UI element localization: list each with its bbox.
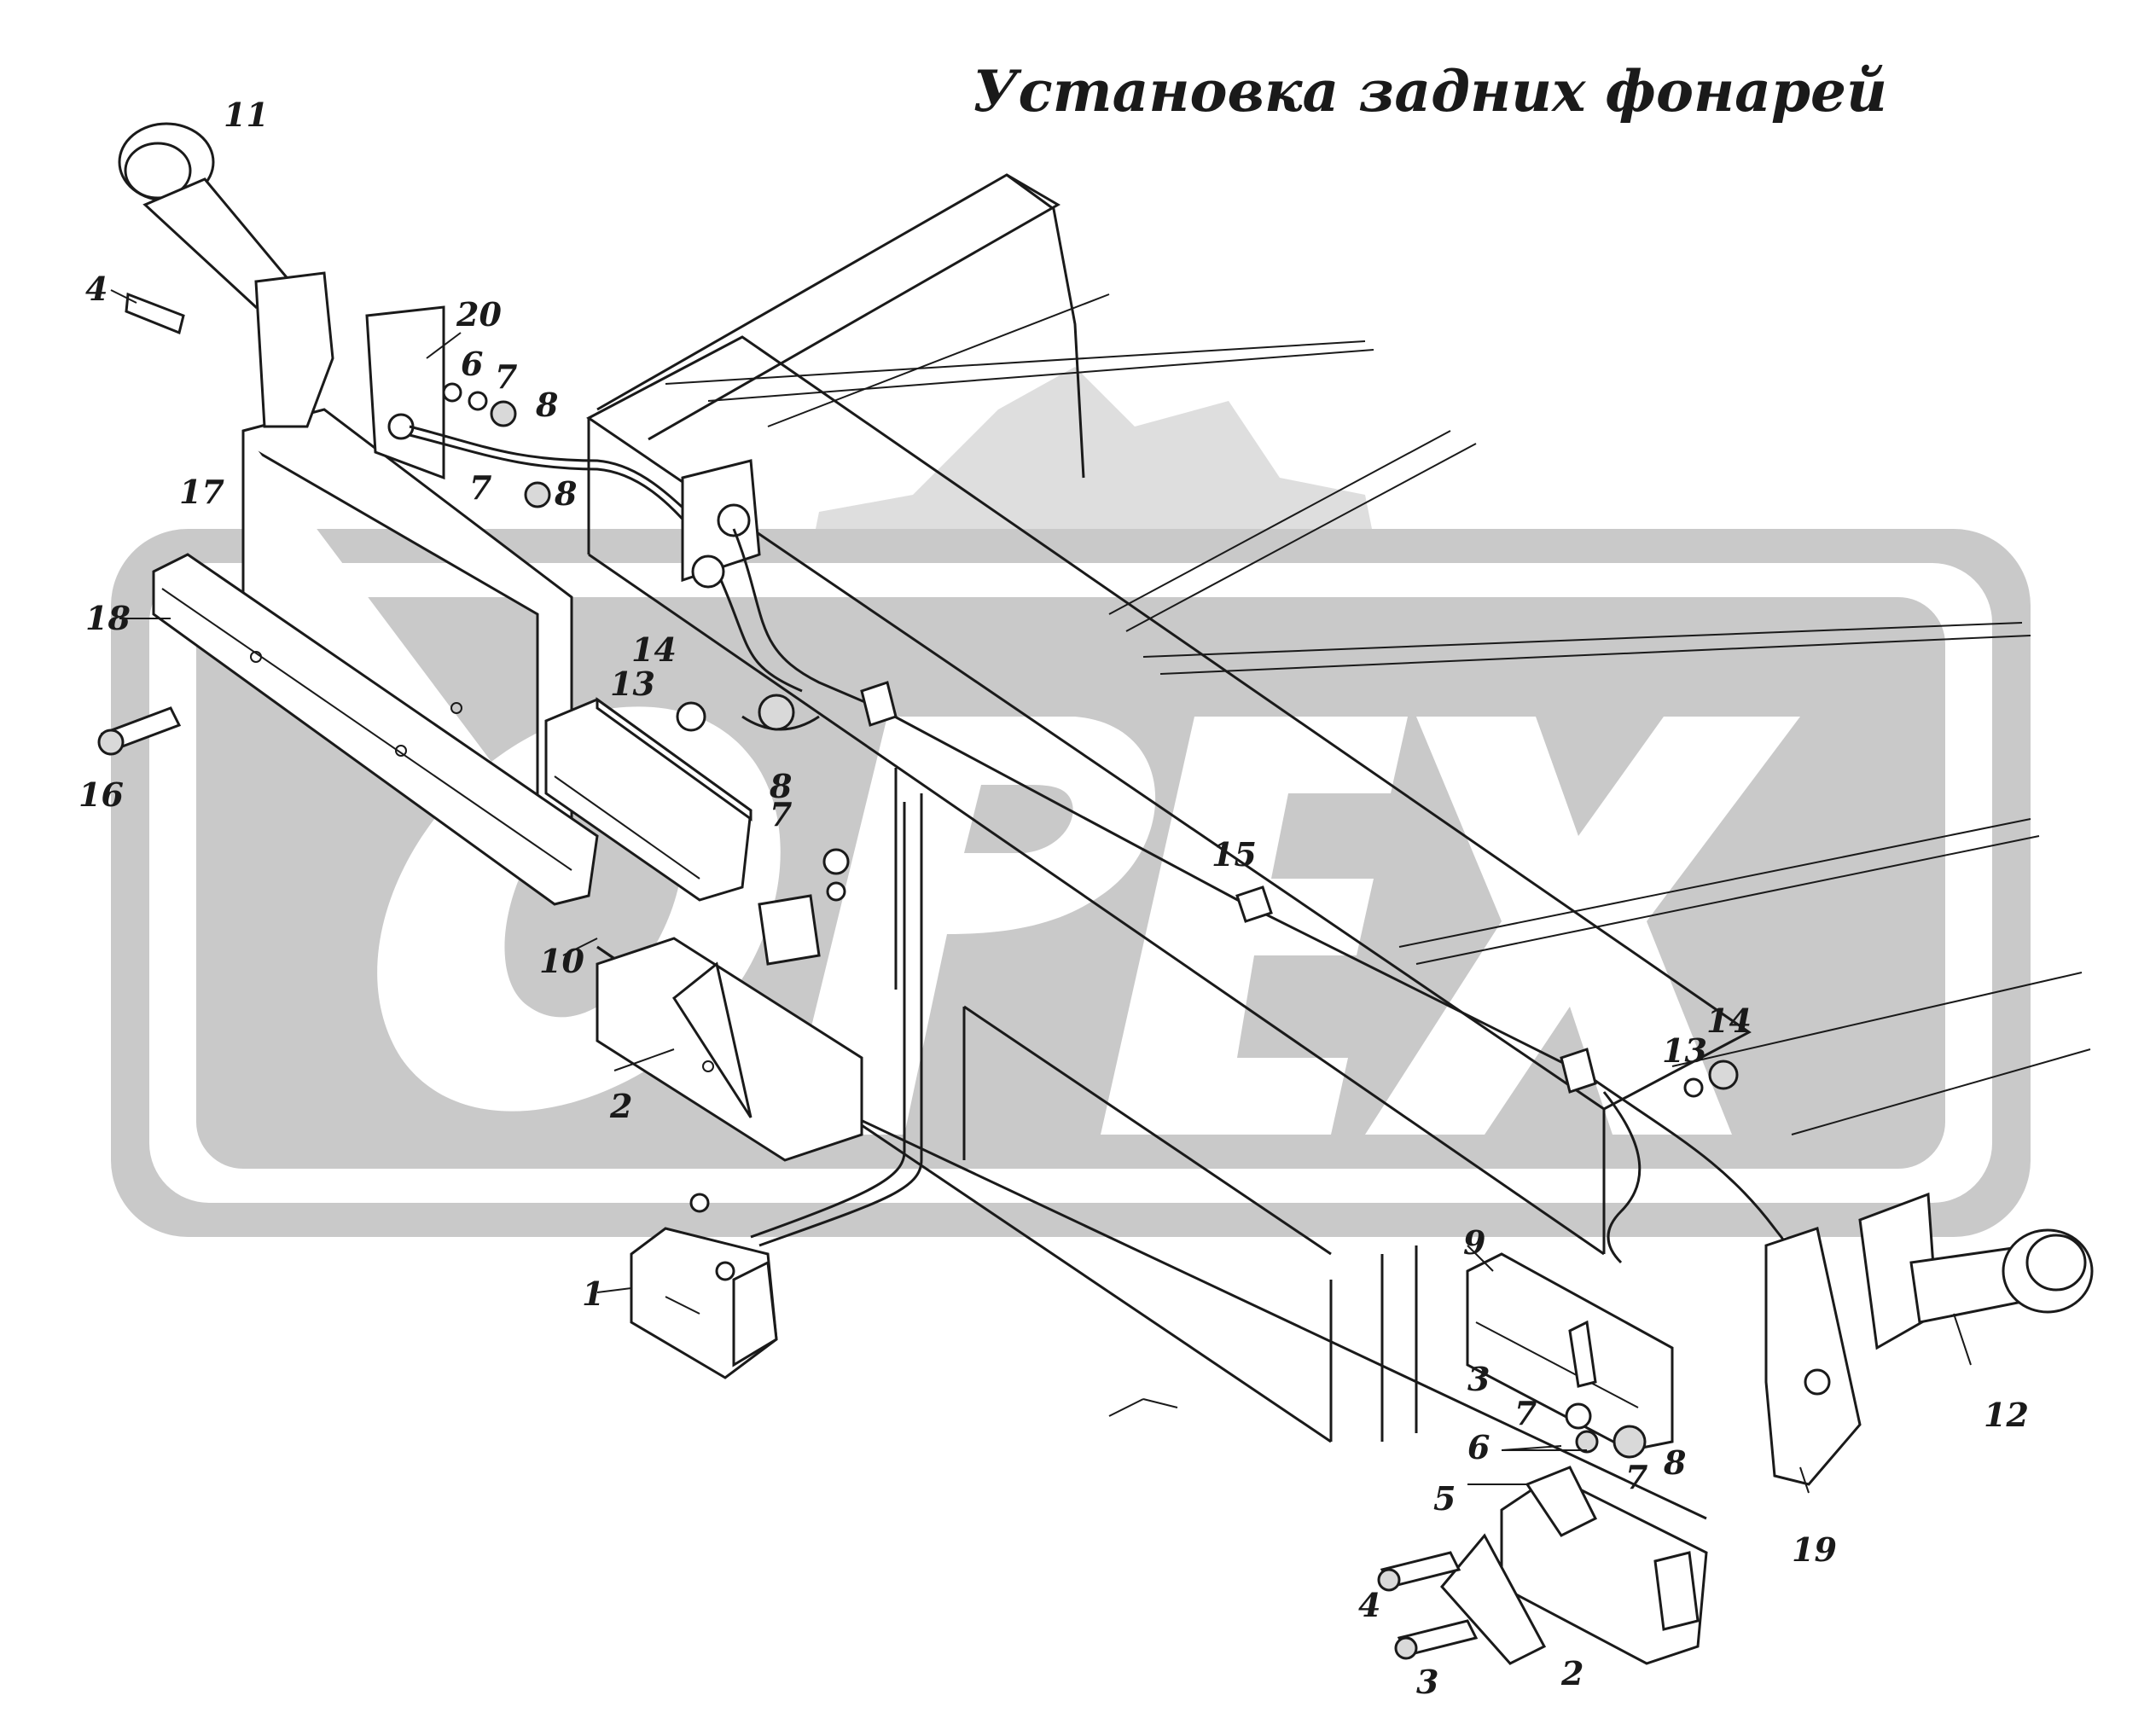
right-side-marker-12 <box>1764 1192 2094 1486</box>
callout-15: 15 <box>1212 835 1257 874</box>
callout-14: 14 <box>1706 1002 1752 1040</box>
watermark-letter-e <box>1101 717 1408 1135</box>
left-side-marker-11 <box>118 122 445 480</box>
callout-4: 4 <box>85 270 108 308</box>
watermark-letter-p <box>785 717 1156 1135</box>
callout-13: 13 <box>610 665 655 703</box>
callout-1: 1 <box>582 1274 604 1313</box>
callout-7: 7 <box>1514 1394 1537 1432</box>
fasteners <box>442 382 1739 1098</box>
callout-9: 9 <box>1463 1223 1485 1262</box>
right-reflector-assembly <box>1377 1466 1708 1665</box>
diagram-title: Установка задних фонарей <box>973 58 1887 125</box>
callout-2: 2 <box>609 1087 632 1125</box>
right-tail-lamp-9 <box>1466 1252 1674 1459</box>
callout-19: 19 <box>1792 1530 1837 1569</box>
callout-6: 6 <box>1467 1428 1490 1466</box>
callout-8: 8 <box>1663 1443 1686 1482</box>
callout-16: 16 <box>78 775 124 814</box>
callout-8: 8 <box>554 474 577 513</box>
callout-5: 5 <box>1433 1479 1456 1518</box>
callout-6: 6 <box>461 345 483 383</box>
clip-15 <box>1235 885 1273 923</box>
callout-3: 3 <box>1467 1360 1490 1398</box>
left-reflector-assembly <box>596 894 863 1162</box>
callout-7: 7 <box>770 795 792 833</box>
left-bumper-assembly <box>97 408 599 906</box>
callout-18: 18 <box>85 599 131 637</box>
callout-14: 14 <box>631 630 677 669</box>
reflector-2-right <box>1440 1533 1547 1665</box>
callout-8: 8 <box>769 767 792 805</box>
callout-4: 4 <box>1358 1586 1380 1624</box>
chassis-frame <box>586 173 2091 1520</box>
callout-2: 2 <box>1560 1654 1583 1692</box>
callout-10: 10 <box>539 942 584 980</box>
bracket-plate <box>254 271 334 428</box>
leader-lines <box>110 289 1972 1494</box>
callout-7: 7 <box>469 468 491 507</box>
callout-13: 13 <box>1662 1031 1707 1070</box>
callout-7: 7 <box>1625 1458 1647 1496</box>
callout-17: 17 <box>179 473 224 511</box>
watermark-letter-x <box>1365 717 1800 1135</box>
callout-20: 20 <box>456 295 502 334</box>
reflector-2-left <box>672 961 752 1118</box>
bumper-18 <box>152 553 599 906</box>
clip-upper <box>860 681 898 727</box>
wiring-harness <box>409 425 1822 1349</box>
plate-lamp-1 <box>630 1193 778 1379</box>
callout-7: 7 <box>495 357 517 396</box>
callout-11: 11 <box>224 96 269 134</box>
callout-12: 12 <box>1984 1396 2029 1434</box>
callout-labels: 11 4 20 6 7 8 17 7 8 18 14 13 16 8 7 15 … <box>78 96 2029 1701</box>
callout-8: 8 <box>535 386 558 424</box>
left-tail-lamp-10 <box>544 694 795 902</box>
callout-3: 3 <box>1416 1663 1438 1701</box>
